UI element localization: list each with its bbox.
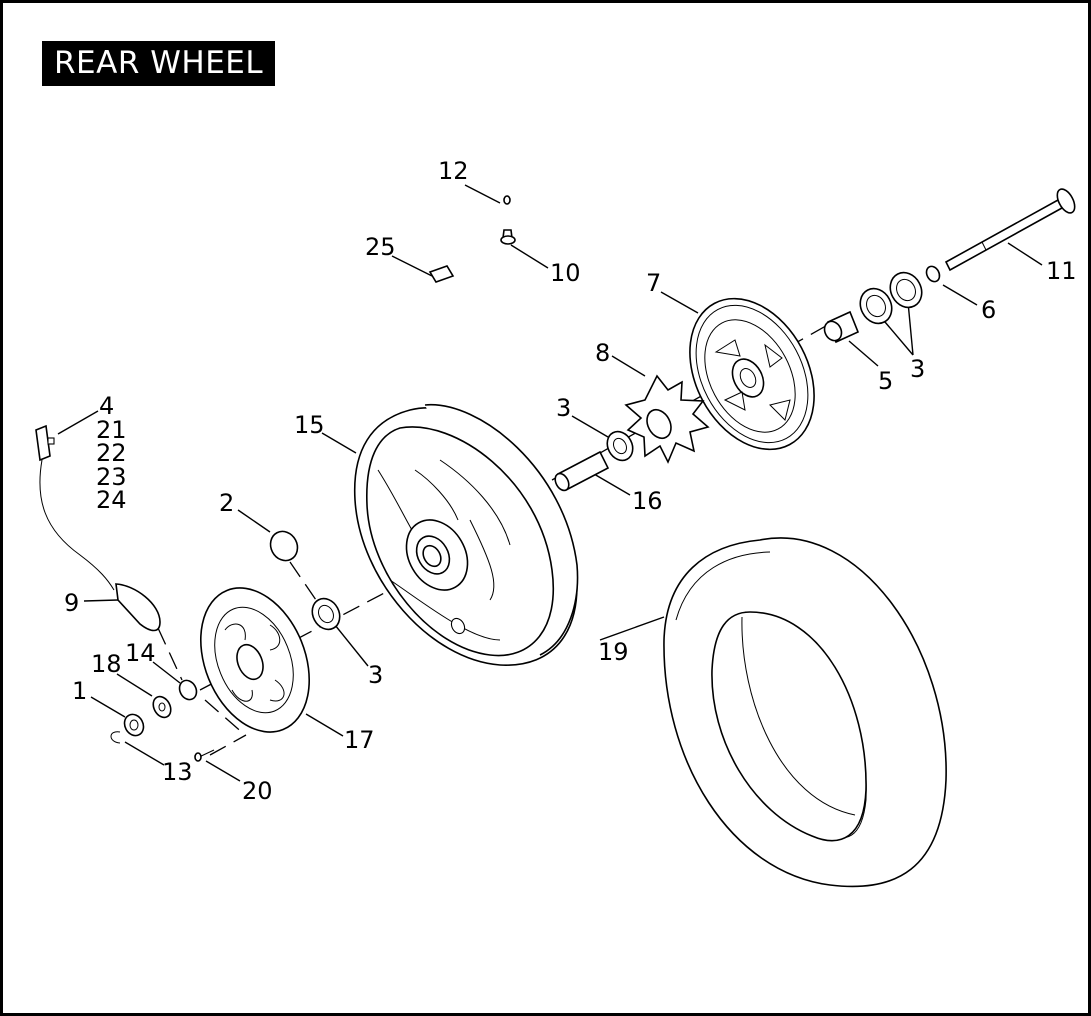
wheel xyxy=(353,404,579,666)
callout-2: 2 xyxy=(219,489,234,517)
axle xyxy=(944,188,1076,272)
isolator xyxy=(624,374,710,464)
small-parts-top xyxy=(428,195,516,283)
leader-lines xyxy=(57,184,1043,782)
pulley xyxy=(689,297,815,451)
tire xyxy=(663,537,947,888)
callout-4: 4 xyxy=(99,392,114,420)
abs-sensor xyxy=(35,424,161,632)
callout-19: 19 xyxy=(598,638,629,666)
callout-23: 23 xyxy=(96,463,127,491)
callout-11: 11 xyxy=(1046,257,1077,285)
callout-5: 5 xyxy=(878,367,893,395)
callout-8: 8 xyxy=(595,339,610,367)
hub-parts xyxy=(110,679,215,762)
brake-disc xyxy=(199,587,311,733)
callout-20: 20 xyxy=(242,777,273,805)
callout-7: 7 xyxy=(646,269,661,297)
callout-1: 1 xyxy=(72,677,87,705)
callout-25: 25 xyxy=(365,233,396,261)
callout-14: 14 xyxy=(125,639,156,667)
callout-labels: 12 10 25 7 11 6 5 3 8 3 16 15 2 3 9 4 21… xyxy=(64,157,1077,805)
callout-13: 13 xyxy=(162,758,193,786)
callout-22: 22 xyxy=(96,439,127,467)
callout-15: 15 xyxy=(294,411,325,439)
callout-10: 10 xyxy=(550,259,581,287)
callout-3-hub-bearing: 3 xyxy=(368,661,383,689)
callout-3-pulley-bearing: 3 xyxy=(556,394,571,422)
callout-18: 18 xyxy=(91,650,122,678)
bearings-and-spacers xyxy=(269,265,941,631)
callout-12: 12 xyxy=(438,157,469,185)
callout-9: 9 xyxy=(64,589,79,617)
diagram-title: REAR WHEEL xyxy=(42,41,276,86)
callout-17: 17 xyxy=(344,726,375,754)
callout-6: 6 xyxy=(981,296,996,324)
callout-21: 21 xyxy=(96,416,127,444)
callout-24: 24 xyxy=(96,486,127,514)
callout-3-axle-bearings: 3 xyxy=(910,355,925,383)
callout-16: 16 xyxy=(632,487,663,515)
